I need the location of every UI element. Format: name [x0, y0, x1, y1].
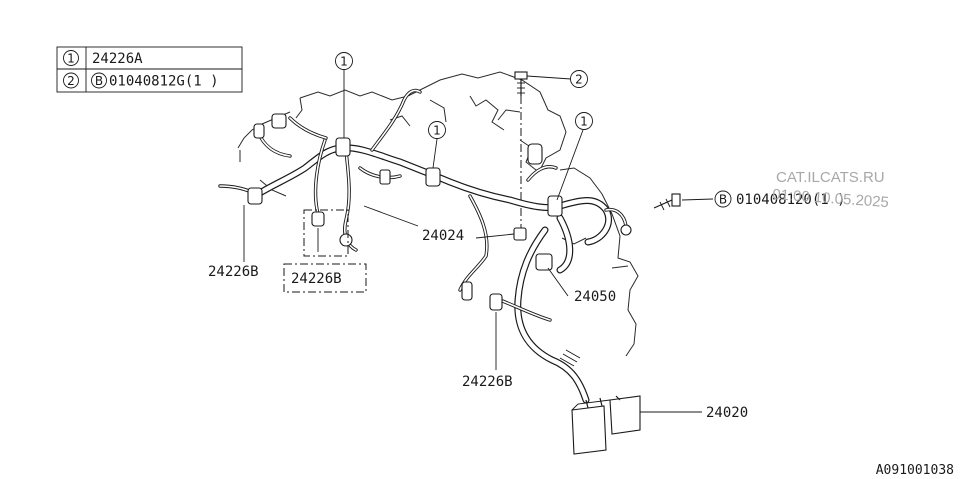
legend-bolt-marker: B	[95, 74, 103, 88]
callout-1-mid: 1	[428, 121, 446, 139]
harness-clips	[247, 113, 632, 367]
label-connector-24020: 24020	[706, 405, 748, 421]
callout-1-mid-label: 1	[433, 124, 441, 138]
label-clip-boxed: 24226B	[291, 271, 342, 287]
legend-marker-1: 1	[67, 52, 75, 66]
callout-1-top-label: 1	[340, 55, 348, 69]
label-harness-24050: 24050	[574, 289, 616, 305]
plug-top-left-icon	[271, 113, 287, 129]
plug-left-icon	[253, 123, 265, 139]
clip-1b-icon	[425, 167, 441, 187]
clip-boxed-icon	[311, 211, 325, 227]
leader-lines	[243, 70, 714, 413]
label-bolt-right: 010408120(1 )	[736, 192, 846, 208]
main-harness-24024	[251, 144, 613, 246]
callout-1-right: 1	[575, 112, 593, 130]
bolt-right-head-icon	[671, 193, 681, 207]
callout-2-label: 2	[575, 73, 583, 87]
branch-harness-24050	[514, 214, 590, 404]
clip-1c-icon	[547, 195, 563, 217]
harness-tape-icon	[559, 349, 581, 367]
legend-marker-1-icon	[63, 50, 79, 66]
boxed-clip-dash-frame	[303, 209, 349, 257]
diagram-code: A091001038	[876, 463, 954, 478]
harness-joint-icon	[535, 253, 553, 271]
label-clip-bottom: 24226B	[462, 374, 513, 390]
connector-small-icon	[461, 281, 473, 301]
legend-marker-2: 2	[67, 74, 75, 88]
harness-joint-2-icon	[513, 227, 527, 241]
label-clip-left: 24226B	[208, 264, 259, 280]
watermark-site: CAT.ILCATS.RU	[776, 169, 885, 186]
bolt-top	[514, 71, 528, 96]
callout-1-right-label: 1	[580, 115, 588, 129]
callout-bolt-b: B	[714, 190, 732, 208]
sensor-plug-icon	[527, 143, 543, 165]
legend-bolt-marker-icon	[91, 72, 107, 89]
clip-left-icon	[247, 187, 263, 205]
ring-terminal-right-icon	[620, 224, 632, 236]
callout-2: 2	[570, 70, 588, 88]
bolt-top-head-icon	[514, 71, 528, 80]
plug-center-icon	[379, 169, 391, 185]
bolt-right	[653, 193, 681, 211]
legend-part-bolt: 01040812G(1 )	[109, 74, 219, 90]
callout-1-top: 1	[335, 52, 353, 70]
callout-bolt-b-label: B	[719, 193, 727, 207]
label-harness-24024: 24024	[422, 228, 464, 244]
boxed-label-dash-frame	[283, 263, 367, 293]
clip-bottom-icon	[489, 293, 503, 311]
connector-block-24020	[571, 395, 641, 455]
ring-terminal-icon	[339, 233, 353, 247]
legend-part-24226a: 24226A	[92, 51, 143, 67]
legend-table: 1 24226A 2 B 01040812G(1 )	[56, 46, 243, 93]
clip-1a-icon	[335, 137, 351, 157]
legend-marker-2-icon	[63, 72, 79, 89]
